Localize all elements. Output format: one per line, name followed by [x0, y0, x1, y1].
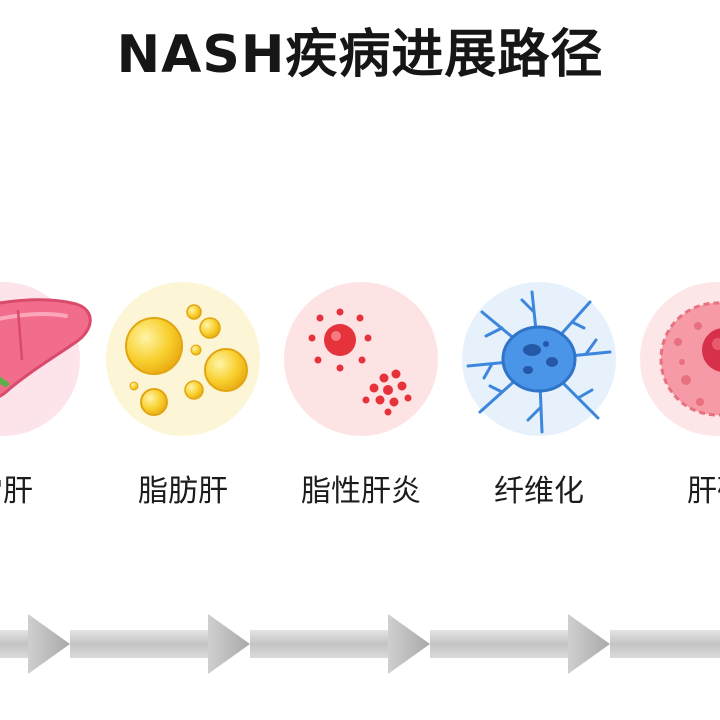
inflammation-cells-icon [308, 308, 412, 416]
stage-label: 纤维化 [494, 474, 584, 509]
cirrhosis-cell-icon [659, 301, 720, 417]
stage-label: 常肝 [0, 474, 33, 509]
arrow-segment-4 [430, 614, 610, 674]
stage-circle [106, 282, 260, 436]
stage-circle [640, 282, 720, 436]
stage-steatohepatitis: 脂性肝炎 [284, 282, 438, 522]
arrow-segment-2 [70, 614, 250, 674]
liver-icon [0, 298, 92, 398]
stage-fatty-liver: 脂肪肝 [106, 282, 260, 522]
stage-label: 脂肪肝 [138, 474, 228, 509]
stage-normal-liver: 常肝 [0, 282, 92, 522]
stage-fibrosis: 纤维化 [462, 282, 616, 522]
stage-label: 脂性肝炎 [301, 474, 421, 509]
stage-circle [0, 282, 92, 436]
stage-label: 肝硬 [687, 474, 720, 509]
stage-circle [462, 282, 616, 436]
fibrosis-cell-icon [466, 290, 612, 434]
page-title: NASH疾病进展路径 [116, 25, 604, 85]
arrow-segment-5 [610, 630, 720, 658]
progression-arrows [0, 614, 720, 674]
stage-circle [284, 282, 438, 436]
arrow-segment-3 [250, 614, 430, 674]
arrow-segment-1 [0, 614, 70, 674]
fat-droplets-icon [125, 304, 248, 416]
stage-cirrhosis: 肝硬 [640, 282, 720, 522]
